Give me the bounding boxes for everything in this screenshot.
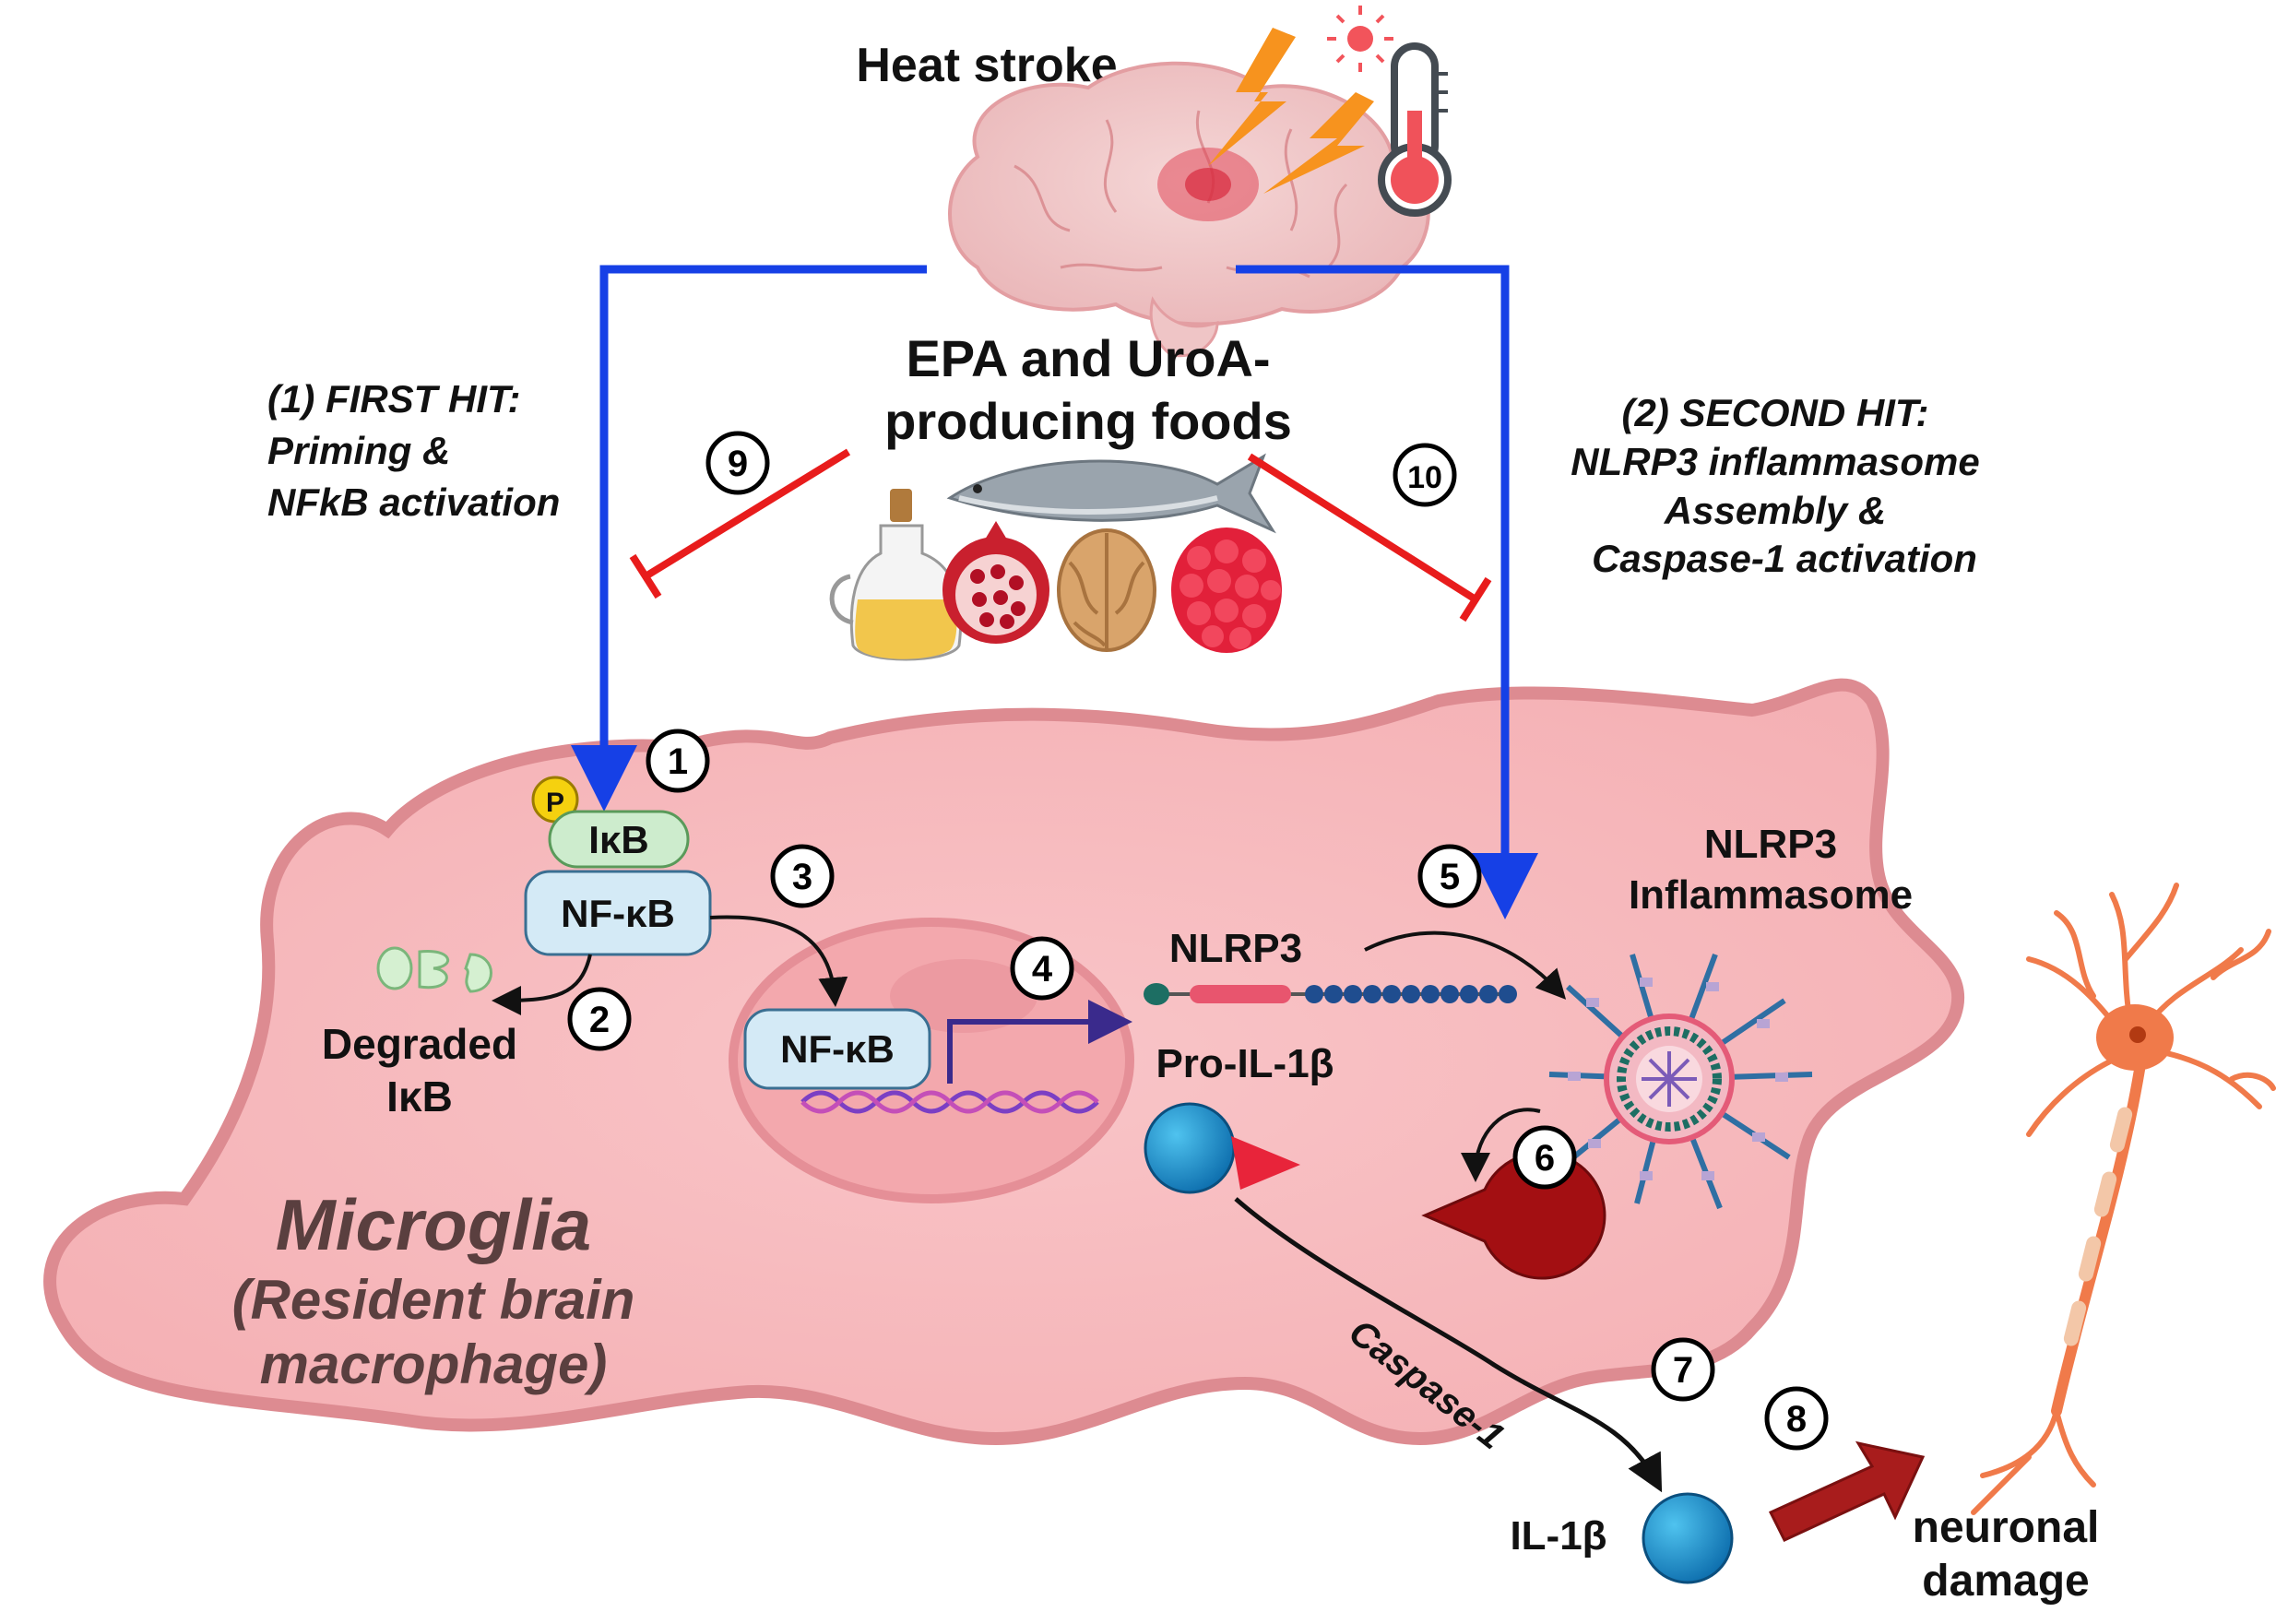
degraded-label-line2: IκB [386, 1073, 453, 1120]
ikb-label: IκB [588, 818, 648, 861]
inflammasome-complex [1548, 953, 1813, 1210]
food-title-line1: EPA and UroA- [906, 329, 1270, 387]
assembly-arrow [1364, 931, 1567, 1000]
step-number-4: 4 [1032, 949, 1053, 990]
step-number-7: 7 [1673, 1350, 1693, 1391]
step-circle-8 [1764, 1386, 1829, 1451]
phosphate-label: P [546, 788, 564, 818]
second-hit-arrow [1236, 265, 1538, 919]
cleavage-arrow [1234, 1197, 1663, 1493]
second-hit-line3: Assembly & [1664, 489, 1886, 532]
step-circle-5 [1417, 844, 1482, 908]
fish-icon [946, 453, 1276, 534]
step-number-3: 3 [792, 857, 812, 897]
nlrp3-lrr-domain [1305, 985, 1517, 1003]
translocation-arrow [709, 915, 848, 1007]
myelin-sheath [2063, 1107, 2133, 1346]
nfkb-cytoplasm [524, 870, 712, 956]
nfkb-nucleus-label: NF-κB [780, 1027, 895, 1071]
pro-il1b-protein [1144, 1102, 1236, 1194]
oil-bottle-icon [829, 489, 963, 661]
inflammasome-label-line2: Inflammasome [1629, 872, 1913, 918]
first-hit-line3: NFkB activation [267, 480, 560, 524]
neuron-nucleus [2129, 1026, 2146, 1043]
diagram-title: Heat stroke [856, 39, 1117, 92]
pro-domain [1231, 1136, 1300, 1190]
microglia-desc-line1: (Resident brain [232, 1269, 635, 1331]
il1b-protein [1642, 1492, 1734, 1584]
degradation-arrow [492, 954, 592, 1015]
step-number-2: 2 [589, 1000, 610, 1040]
caspase-activation-arrow [1461, 1108, 1541, 1182]
step-circle-2 [567, 987, 632, 1051]
step-circle-6 [1512, 1125, 1577, 1190]
step-markers: 1 2 3 4 5 6 7 8 9 10 [567, 431, 1829, 1451]
microglia-title: Microglia [276, 1184, 591, 1265]
inhibit-line-first-hit [629, 448, 851, 599]
neuron-icon [1971, 883, 2276, 1515]
step-circle-1 [646, 729, 710, 793]
lightning-icon [1208, 28, 1374, 194]
pro-il1b-label: Pro-IL-1β [1156, 1041, 1334, 1086]
nlrp3-label: NLRP3 [1169, 926, 1302, 971]
step-number-10: 10 [1407, 460, 1442, 495]
brain-icon [948, 61, 1430, 358]
walnut-icon [1057, 528, 1156, 652]
neuronal-damage-line2: damage [1922, 1557, 2089, 1606]
step-circle-4 [1010, 936, 1074, 1001]
first-hit-line2: Priming & [267, 429, 450, 472]
microglia-desc-line2: macrophage) [260, 1334, 608, 1395]
raspberry-icon [1171, 528, 1282, 653]
step-number-8: 8 [1786, 1399, 1807, 1440]
step-number-9: 9 [728, 444, 748, 484]
inhibit-line-second-hit [1247, 453, 1492, 622]
second-hit-line2: NLRP3 inflammasome [1571, 440, 1979, 483]
second-hit-line1: (2) SECOND HIT: [1622, 391, 1929, 434]
ikb-protein [548, 810, 690, 869]
step-number-6: 6 [1535, 1138, 1555, 1179]
step-number-5: 5 [1440, 857, 1460, 897]
damage-arrow [1768, 1440, 1926, 1542]
sun-icon [1327, 6, 1393, 72]
step-circle-3 [770, 844, 835, 908]
il1b-label: IL-1β [1510, 1513, 1606, 1559]
first-hit-arrow [571, 265, 927, 812]
degraded-label-line1: Degraded [322, 1020, 517, 1068]
food-title-line2: producing foods [884, 392, 1292, 450]
thermometer-icon [1378, 42, 1452, 217]
degraded-ikb-fragments [376, 946, 492, 993]
first-hit-line1: (1) FIRST HIT: [267, 377, 521, 421]
nfkb-cytoplasm-label: NF-κB [561, 892, 675, 935]
dna-icon [800, 1090, 1099, 1114]
step-number-1: 1 [668, 741, 688, 782]
nucleolus [890, 959, 1037, 1033]
transcription-arrow [947, 1000, 1132, 1084]
inflammasome-label-line1: NLRP3 [1704, 822, 1837, 867]
neuronal-damage-line1: neuronal [1913, 1503, 2100, 1552]
step-circle-10 [1393, 443, 1457, 507]
step-circle-7 [1651, 1337, 1715, 1402]
nfkb-nucleus [743, 1008, 931, 1090]
second-hit-line4: Caspase-1 activation [1592, 537, 1977, 580]
pomegranate-icon [942, 521, 1049, 644]
step-circle-9 [705, 431, 770, 495]
